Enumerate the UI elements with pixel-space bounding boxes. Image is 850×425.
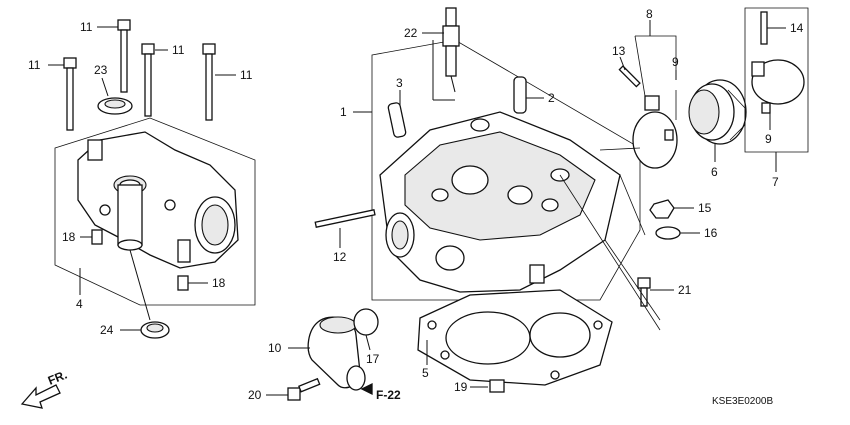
bolt-11-b bbox=[117, 19, 131, 93]
callout-18-b: 18 bbox=[212, 276, 226, 290]
water-hose-10 bbox=[307, 316, 366, 391]
spark-plug-22 bbox=[442, 7, 460, 93]
callout-5: 5 bbox=[422, 366, 429, 380]
callout-11-a: 11 bbox=[80, 20, 93, 34]
callout-3: 3 bbox=[396, 76, 403, 90]
bolt-11-a bbox=[63, 57, 77, 131]
callout-13: 13 bbox=[612, 44, 626, 58]
dowel-19 bbox=[489, 379, 505, 393]
bolt-21 bbox=[637, 277, 651, 307]
callout-15: 15 bbox=[698, 201, 712, 215]
cylinder-head-gasket-5 bbox=[417, 289, 613, 386]
callout-11-b: 11 bbox=[28, 58, 41, 72]
o-ring-17 bbox=[353, 308, 379, 336]
dowel-18-b bbox=[177, 275, 189, 291]
front-arrow-icon bbox=[20, 384, 61, 409]
screw-13 bbox=[618, 65, 641, 88]
nut-15 bbox=[649, 199, 675, 219]
group-4-outline bbox=[54, 117, 256, 306]
stud-12 bbox=[314, 209, 376, 228]
bolt-20 bbox=[287, 377, 321, 401]
clamp-7 bbox=[751, 59, 805, 114]
callout-9-a: 9 bbox=[672, 55, 679, 69]
callout-9-b: 9 bbox=[765, 132, 772, 146]
callout-19: 19 bbox=[454, 380, 468, 394]
reference-f22: F-22 bbox=[360, 382, 401, 402]
callout-labels: 11 11 11 11 23 18 18 4 24 22 3 2 1 12 10… bbox=[28, 7, 804, 402]
callout-7: 7 bbox=[772, 175, 779, 189]
bolt-11-c bbox=[141, 43, 155, 117]
callout-4: 4 bbox=[76, 297, 83, 311]
cylinder-head-group bbox=[314, 7, 641, 301]
callout-12: 12 bbox=[333, 250, 347, 264]
clamp-8 bbox=[632, 95, 678, 169]
callout-11-c: 11 bbox=[172, 43, 185, 57]
front-arrow: FR. bbox=[20, 368, 69, 409]
valve-guide-3 bbox=[387, 102, 407, 138]
valve-guide-2 bbox=[513, 76, 527, 114]
callout-2: 2 bbox=[548, 91, 555, 105]
washer-16 bbox=[655, 226, 681, 240]
callout-22: 22 bbox=[404, 26, 418, 40]
callout-10: 10 bbox=[268, 341, 282, 355]
callout-11-d: 11 bbox=[240, 68, 253, 82]
screw-14 bbox=[760, 11, 768, 45]
callout-24: 24 bbox=[100, 323, 114, 337]
callout-17: 17 bbox=[366, 352, 380, 366]
callout-16: 16 bbox=[704, 226, 718, 240]
front-marker-label: FR. bbox=[46, 368, 69, 388]
bolt-11-d bbox=[202, 43, 216, 121]
reference-label: F-22 bbox=[376, 388, 401, 402]
group-7-outline bbox=[744, 7, 809, 153]
callout-18-a: 18 bbox=[62, 230, 76, 244]
callout-8: 8 bbox=[646, 7, 653, 21]
callout-23: 23 bbox=[94, 63, 108, 77]
intake-insulator-6 bbox=[688, 79, 747, 145]
callout-21: 21 bbox=[678, 283, 692, 297]
callout-6: 6 bbox=[711, 165, 718, 179]
leader-lines bbox=[48, 20, 786, 396]
callout-1: 1 bbox=[340, 105, 347, 119]
camshaft-holder-group bbox=[54, 19, 256, 339]
dowel-18-a bbox=[91, 229, 103, 245]
callout-20: 20 bbox=[248, 388, 262, 402]
drawing-code: KSE3E0200B bbox=[712, 396, 773, 407]
callout-14: 14 bbox=[790, 21, 804, 35]
